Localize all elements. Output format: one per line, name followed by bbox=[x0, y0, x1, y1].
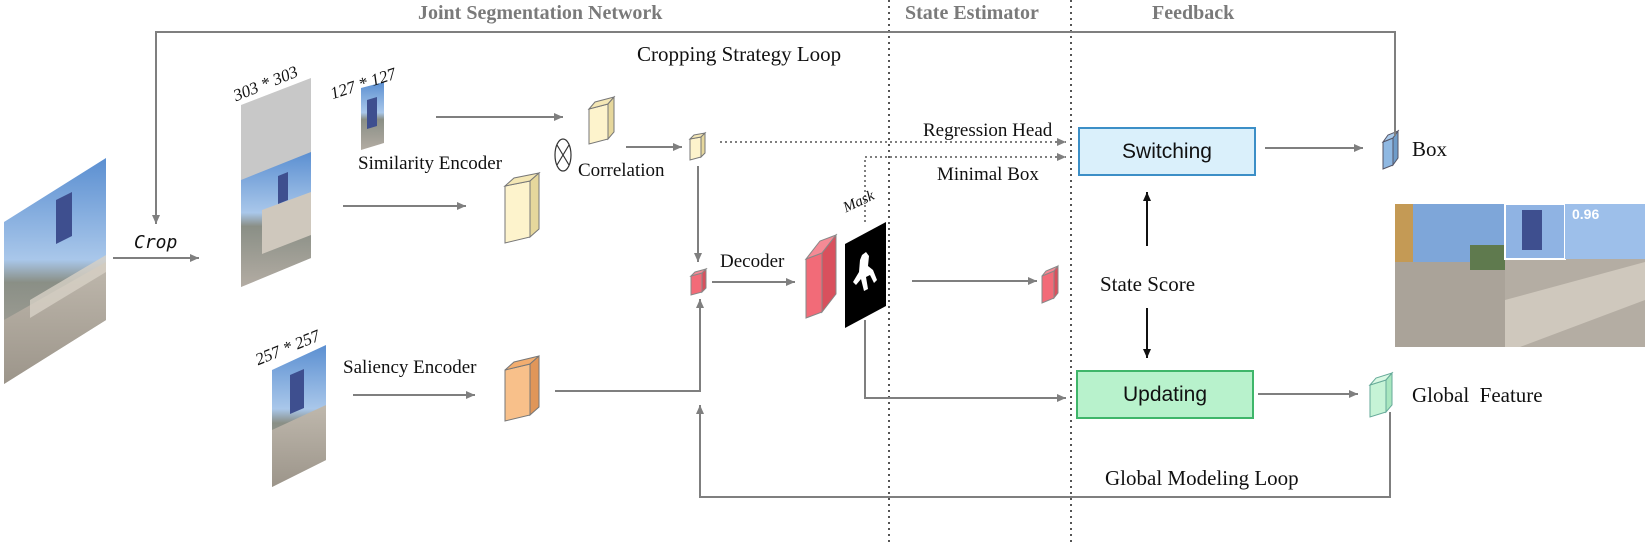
global-loop-line bbox=[696, 405, 1391, 498]
state-score-label: State Score bbox=[1100, 272, 1196, 296]
global-feature-block bbox=[1368, 371, 1394, 418]
saliency-image-257 bbox=[272, 345, 326, 487]
state-feature-block bbox=[1041, 264, 1059, 304]
decoder-label: Decoder bbox=[720, 251, 785, 272]
correlation-output-block bbox=[688, 131, 707, 161]
confidence-score: 0.96 bbox=[1572, 206, 1600, 222]
box-feature-block bbox=[1381, 129, 1400, 170]
decoder-feature-block bbox=[804, 233, 838, 319]
switching-module: Switching bbox=[1078, 127, 1256, 176]
similarity-encoder-label: Similarity Encoder bbox=[358, 153, 503, 174]
cropping-loop-label: Cropping Strategy Loop bbox=[637, 42, 842, 66]
correlation-operator-icon bbox=[554, 138, 572, 172]
global-feature-label: Global Feature bbox=[1412, 383, 1543, 407]
updating-module: Updating bbox=[1076, 370, 1254, 419]
regression-head-label: Regression Head bbox=[923, 120, 1053, 141]
cropping-loop-line bbox=[152, 31, 1396, 224]
crop-label: Crop bbox=[134, 232, 178, 253]
header-feedback: Feedback bbox=[1152, 2, 1235, 24]
result-image bbox=[1395, 203, 1645, 347]
correlation-label: Correlation bbox=[578, 160, 665, 181]
arrow-saliency-to-fusion bbox=[555, 299, 704, 392]
global-loop-label: Global Modeling Loop bbox=[1105, 466, 1299, 490]
similarity-feature-block bbox=[503, 171, 541, 244]
arrow-minimal-box bbox=[864, 153, 1066, 222]
header-state-estimator: State Estimator bbox=[905, 2, 1039, 24]
correlation-feature-block bbox=[587, 95, 616, 145]
saliency-feature-block bbox=[504, 354, 540, 422]
template-image-127 bbox=[361, 82, 384, 150]
mask-image bbox=[845, 222, 886, 328]
box-label: Box bbox=[1412, 137, 1448, 161]
fusion-feature-block bbox=[689, 267, 708, 296]
arrow-mask-to-updating bbox=[864, 320, 1066, 402]
search-image-303 bbox=[241, 78, 311, 287]
header-joint-segmentation: Joint Segmentation Network bbox=[418, 2, 663, 24]
saliency-encoder-label: Saliency Encoder bbox=[343, 357, 477, 378]
input-frame bbox=[4, 158, 106, 384]
minimal-box-label: Minimal Box bbox=[937, 164, 1039, 185]
